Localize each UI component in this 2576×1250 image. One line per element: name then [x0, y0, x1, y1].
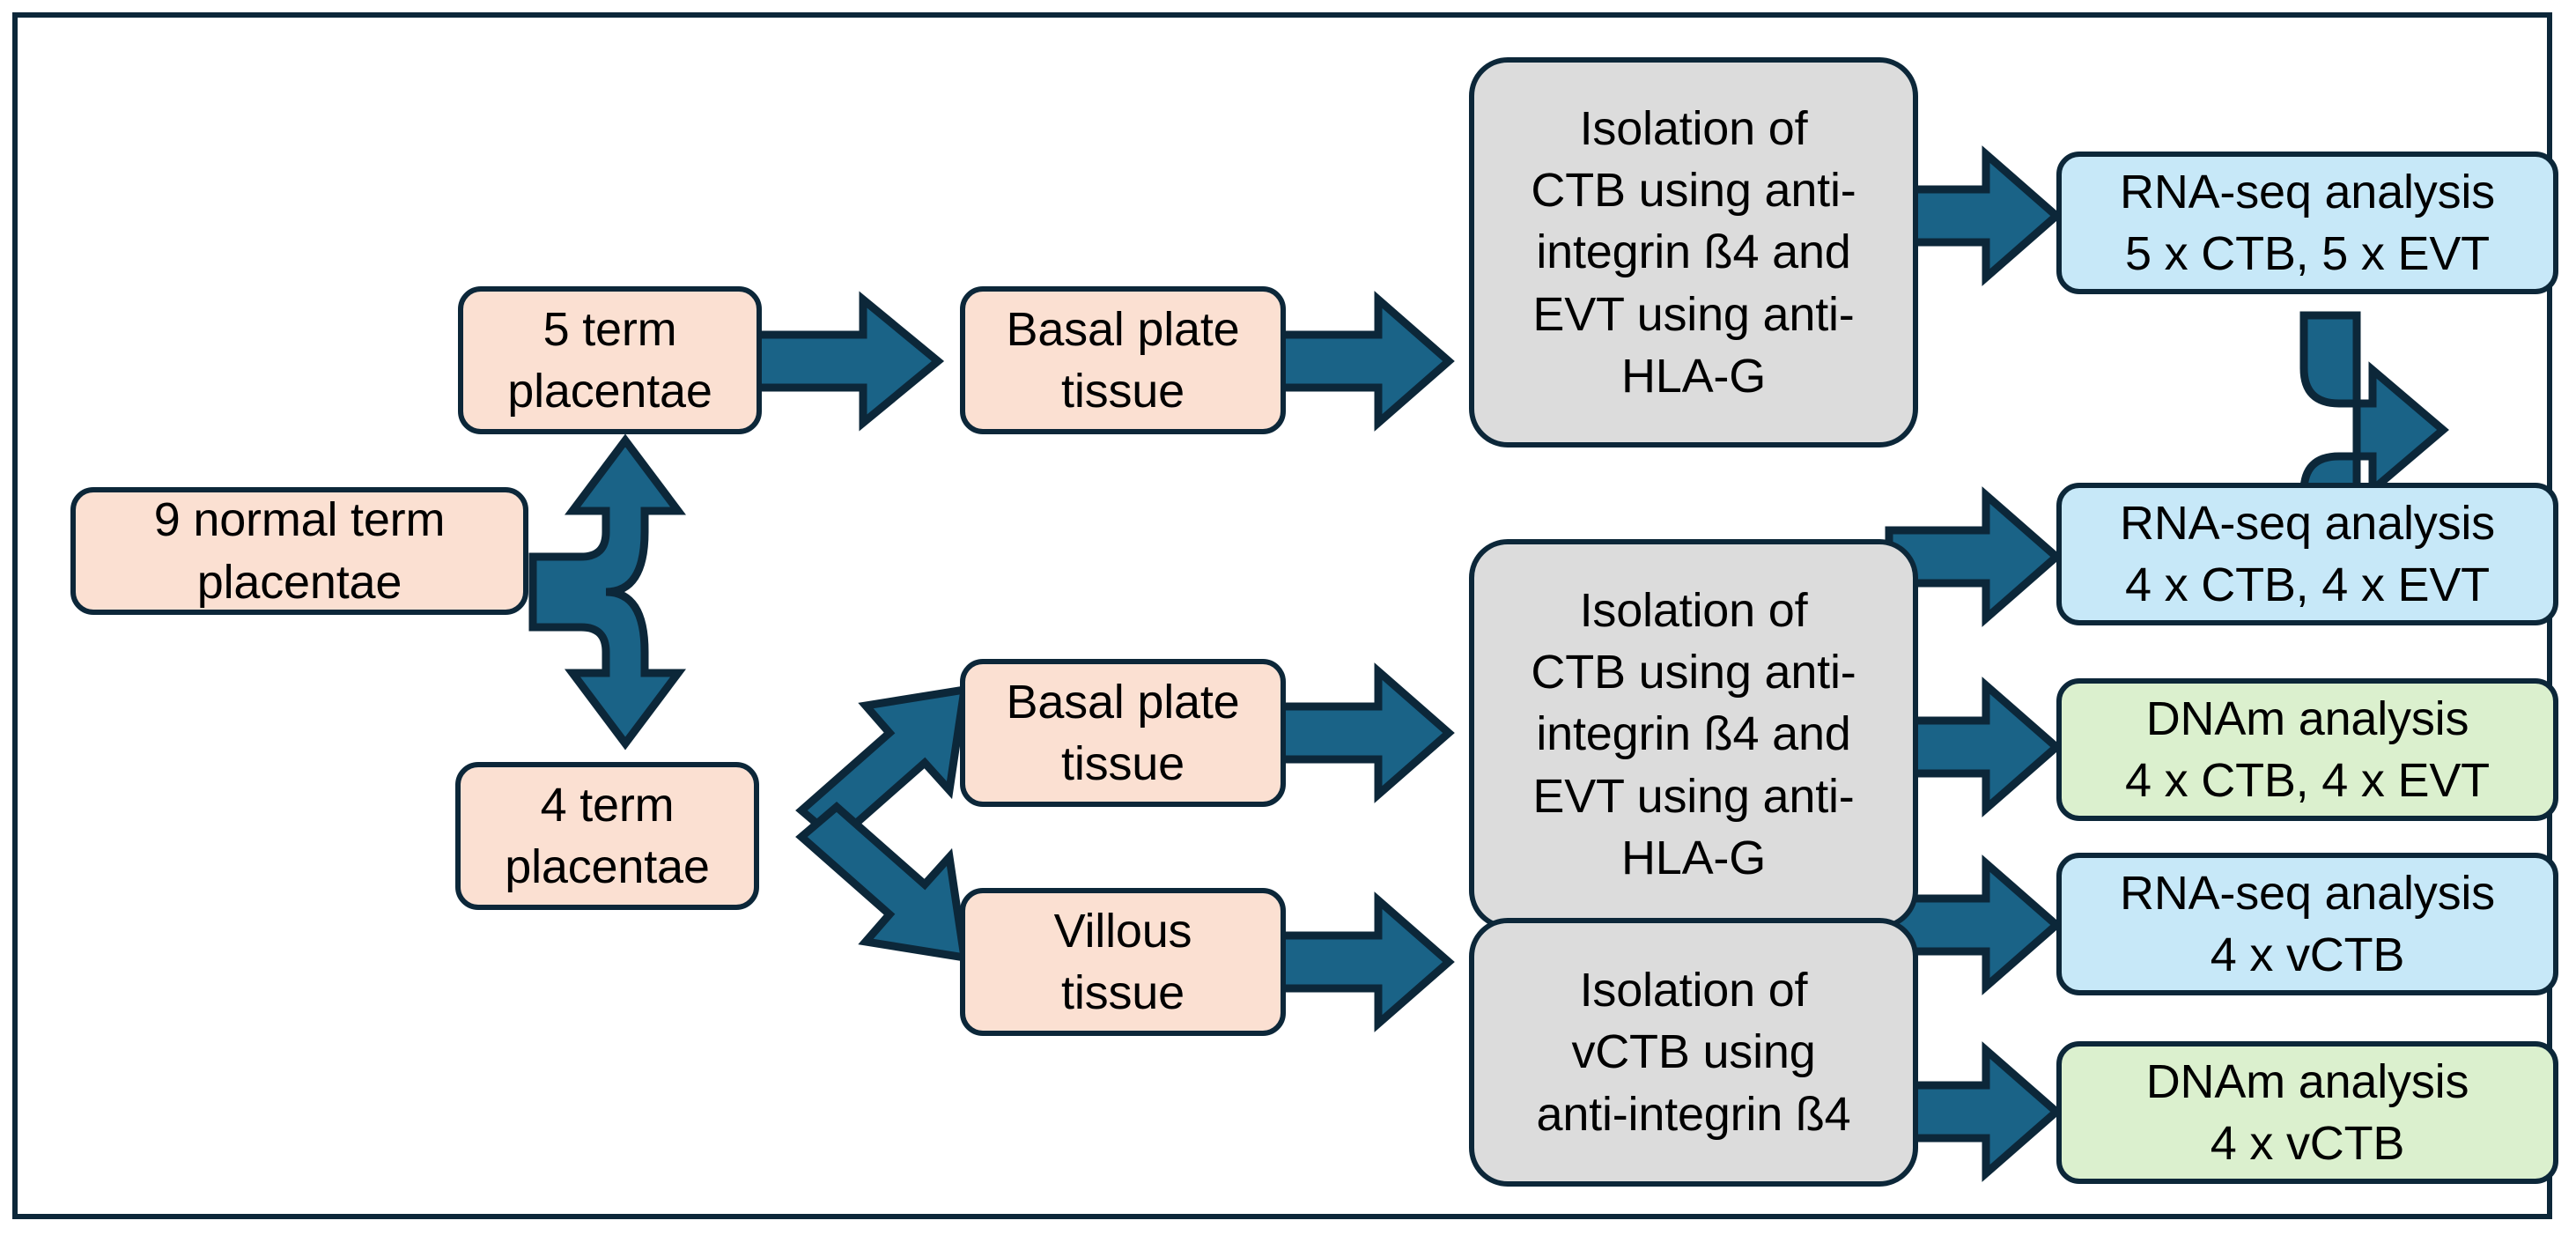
cohort-split-arrow [528, 433, 686, 751]
node-dnam-4vctb[interactable]: DNAm analysis 4 x vCTB [2056, 1041, 2558, 1184]
node-basal-plate-tissue-top[interactable]: Basal plate tissue [960, 286, 1286, 434]
basal-plate-top-to-isolation-arrow [1277, 291, 1455, 432]
node-cohort[interactable]: 9 normal term placentae [70, 487, 528, 615]
node-isolation-ctb-evt-mid[interactable]: Isolation of CTB using anti- integrin ß4… [1469, 539, 1918, 929]
node-isolation-vctb[interactable]: Isolation of vCTB using anti-integrin ß4 [1469, 918, 1918, 1187]
node-rnaseq-4ctb-4evt[interactable]: RNA-seq analysis 4 x CTB, 4 x EVT [2056, 483, 2558, 625]
villous-to-isolation-vctb-arrow [1277, 891, 1455, 1032]
node-group-4-placentae[interactable]: 4 term placentae [455, 762, 759, 910]
basal-plate-mid-to-isolation-arrow [1277, 662, 1455, 803]
node-basal-plate-tissue-mid[interactable]: Basal plate tissue [960, 659, 1286, 807]
node-villous-tissue[interactable]: Villous tissue [960, 888, 1286, 1036]
node-dnam-4ctb-4evt[interactable]: DNAm analysis 4 x CTB, 4 x EVT [2056, 678, 2558, 821]
node-group-5-placentae[interactable]: 5 term placentae [458, 286, 762, 434]
group4-to-villous-arrow [795, 802, 970, 963]
node-isolation-ctb-evt-top[interactable]: Isolation of CTB using anti- integrin ß4… [1469, 57, 1918, 447]
group5-to-basal-plate-arrow [753, 291, 945, 432]
diagram-frame: 9 normal term placentae 5 term placentae… [12, 12, 2558, 1219]
node-rnaseq-4vctb[interactable]: RNA-seq analysis 4 x vCTB [2056, 853, 2558, 995]
node-rnaseq-5ctb-5evt[interactable]: RNA-seq analysis 5 x CTB, 5 x EVT [2056, 152, 2558, 294]
group4-to-basal-plate-arrow [795, 684, 970, 846]
